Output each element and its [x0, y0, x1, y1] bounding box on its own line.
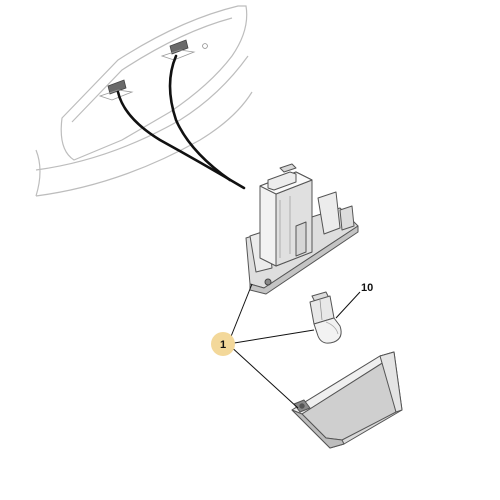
cable-left	[116, 90, 246, 190]
lamp-lens-cover	[291, 351, 403, 449]
tailgate-bottom-curve	[35, 91, 253, 197]
leader-1-to-lens	[227, 343, 299, 409]
tailgate-lower-edge	[35, 55, 249, 171]
lamp-aperture-right	[160, 39, 208, 61]
tailgate-left-edge	[35, 149, 41, 197]
callout-10: 10	[361, 282, 373, 294]
wedge-bulb	[309, 291, 342, 344]
cable-right	[168, 54, 232, 182]
lamp-holder-connector	[245, 163, 359, 295]
leader-lines	[227, 283, 361, 409]
leader-1-to-holder	[227, 283, 253, 345]
leader-10-to-bulb	[335, 291, 361, 319]
callout-1: 1	[211, 332, 235, 356]
tailgate-outer-contour	[60, 5, 248, 161]
lamp-aperture-left	[98, 79, 134, 101]
callout-1-bubble	[211, 332, 235, 356]
tailgate-panel	[35, 5, 253, 197]
wiring-cables	[116, 54, 246, 190]
callout-1-label: 1	[220, 339, 226, 351]
tailgate-inner-contour	[71, 17, 233, 123]
leader-1-to-bulb	[227, 329, 315, 345]
callout-10-label: 10	[361, 282, 373, 294]
